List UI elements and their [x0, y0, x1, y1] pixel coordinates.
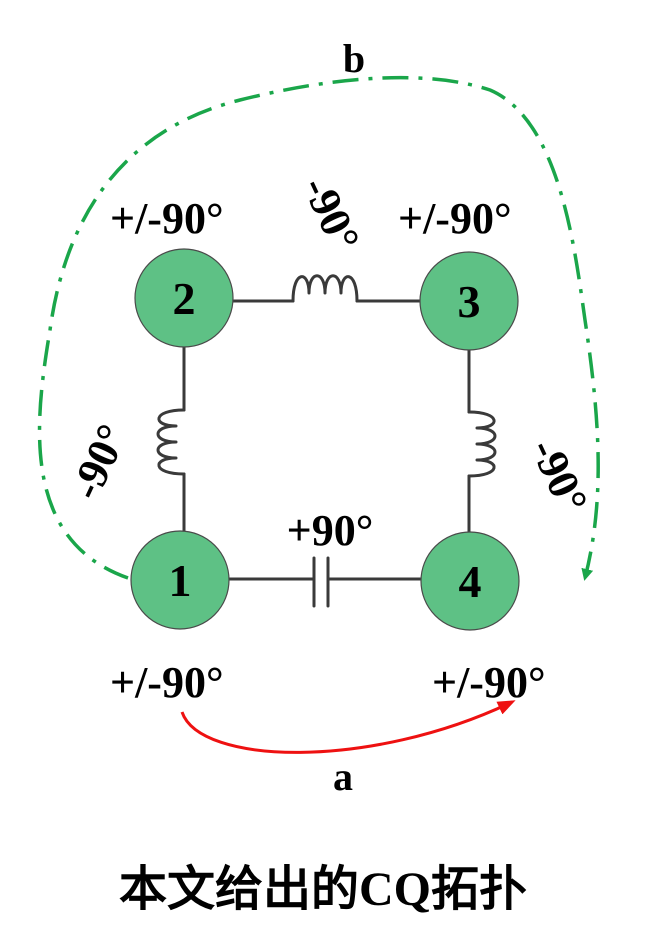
node-1-phase: +/-90°: [110, 658, 224, 707]
node-2-label: 2: [173, 273, 196, 324]
path-a-red-arrow: [180, 700, 516, 754]
path-a-label: a: [333, 754, 353, 799]
node-3: 3: [419, 251, 519, 351]
inductor-3-4: [467, 346, 497, 536]
node-2-circle: [134, 248, 234, 348]
node-3-label: 3: [458, 276, 481, 327]
node-3-phase: +/-90°: [398, 194, 512, 243]
node-4-label: 4: [459, 556, 482, 607]
inductor-2-3-phase: -90°: [293, 169, 370, 259]
path-b-label: b: [343, 36, 365, 81]
node-1: 1: [130, 530, 230, 630]
inductor-2-3: [230, 274, 422, 303]
node-4-phase: +/-90°: [432, 658, 546, 707]
node-2-phase: +/-90°: [110, 194, 224, 243]
inductor-1-2-phase: -90°: [61, 417, 138, 507]
node-4: 4: [420, 531, 520, 631]
node-3-circle: [419, 251, 519, 351]
node-4-circle: [420, 531, 520, 631]
node-1-label: 1: [169, 555, 192, 606]
node-2: 2: [134, 248, 234, 348]
inductor-3-4-phase: -90°: [521, 431, 598, 521]
diagram-caption: 本文给出的CQ拓扑: [119, 863, 527, 916]
path-b-green-arrow: [37, 75, 600, 581]
capacitor-1-4-phase: +90°: [287, 506, 374, 555]
node-1-circle: [130, 530, 230, 630]
capacitor-1-4: [227, 556, 423, 608]
inductor-1-2: [156, 343, 186, 535]
